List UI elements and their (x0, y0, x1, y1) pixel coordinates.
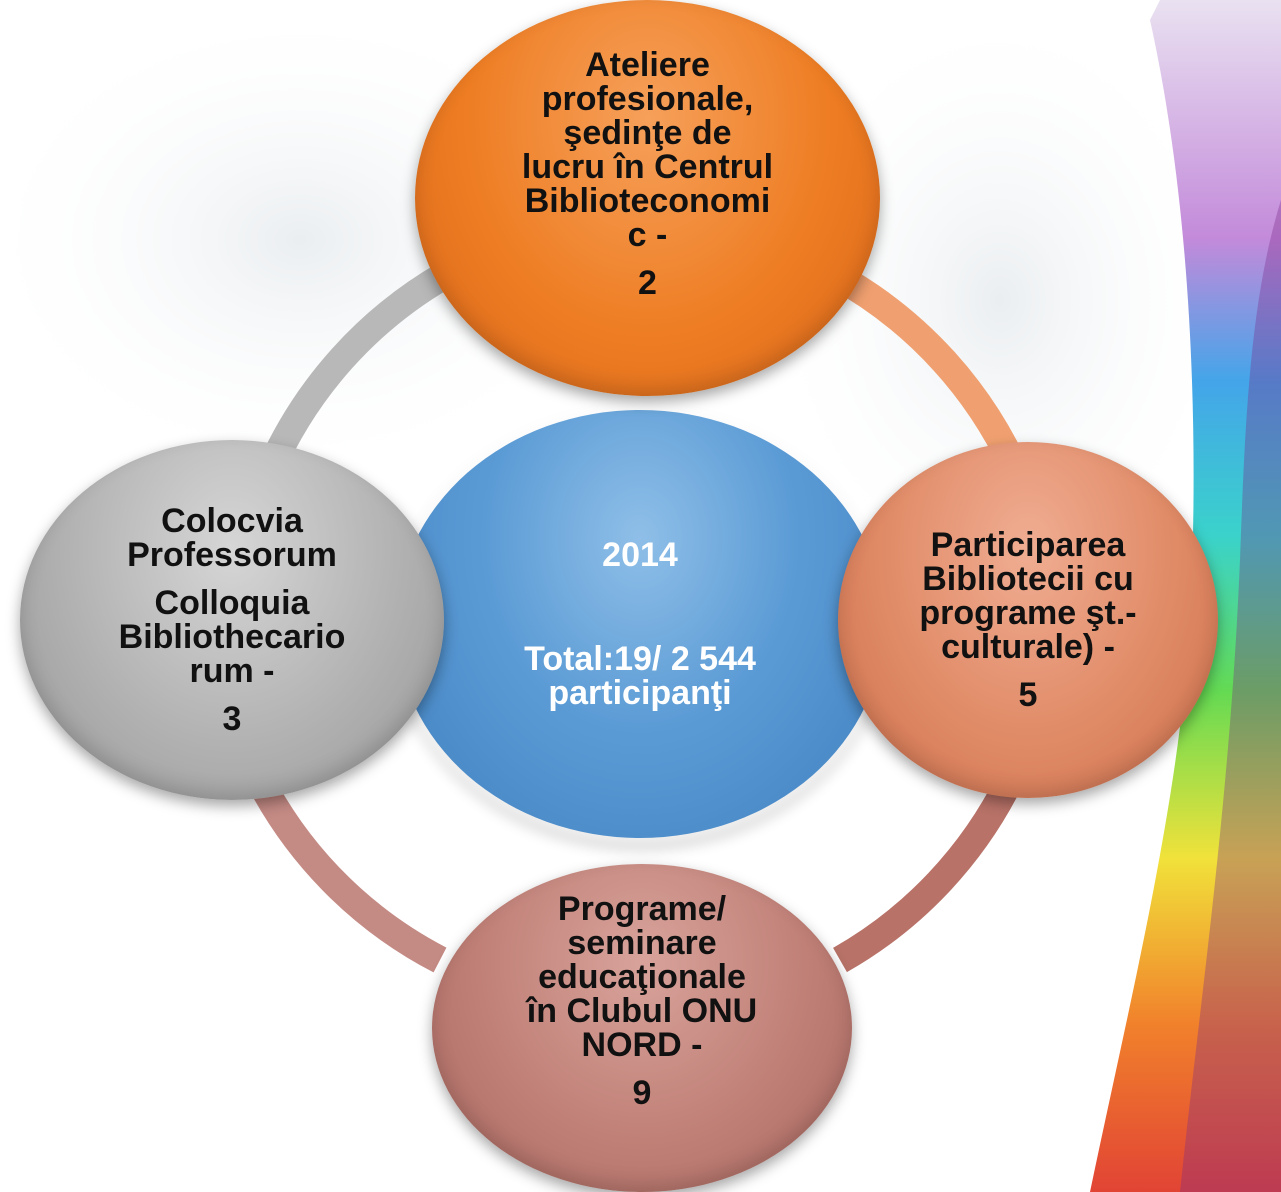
node-label-line: Bibliothecario (118, 618, 346, 656)
node-count: 5 (1018, 676, 1038, 714)
node-label-line: în Clubul ONU (526, 992, 758, 1030)
node-participarea: Participarea Bibliotecii cu programe şt.… (838, 442, 1218, 798)
node-label-line: educaţionale (538, 958, 746, 996)
center-participants: participanţi (548, 674, 732, 712)
node-programe: Programe/ seminare educaţionale în Clubu… (432, 864, 852, 1192)
node-label-line: lucru în Centrul (521, 148, 774, 186)
node-label-line: profesionale, (541, 80, 754, 118)
node-ateliere: Ateliere profesionale, şedinţe de lucru … (415, 0, 880, 396)
node-colocvia: Colocvia Professorum Colloquia Bibliothe… (20, 440, 444, 800)
node-label-line: rum - (189, 652, 275, 690)
node-label-line: c - (627, 216, 668, 254)
ring-segment-bottom-left (252, 783, 447, 973)
center-total: Total:19/ 2 544 (524, 640, 756, 678)
center-year: 2014 (602, 536, 678, 574)
center-node: 2014 Total:19/ 2 544 participanţi (396, 410, 884, 838)
node-label-line: Participarea (930, 526, 1126, 564)
node-count: 9 (632, 1074, 652, 1112)
node-label-line: Bibliotecii cu (922, 560, 1134, 598)
node-label-line: seminare (567, 924, 717, 962)
node-label-line: Colocvia (161, 502, 303, 540)
node-label-line: programe şt.- (919, 594, 1137, 632)
node-label-line: Biblioteconomi (524, 182, 771, 220)
node-label-line: Ateliere (585, 46, 710, 84)
node-label-line: culturale) - (941, 628, 1115, 666)
node-label-line: NORD - (581, 1026, 703, 1064)
ring-segment-right-bottom (833, 773, 1023, 973)
node-label-line: Professorum (127, 536, 337, 574)
node-label-line: Programe/ (557, 890, 727, 928)
node-count: 3 (222, 700, 242, 738)
ring-segment-left-top (257, 262, 453, 476)
node-label-line: şedinţe de (563, 114, 732, 152)
node-count: 2 (638, 264, 657, 302)
node-label-line: Colloquia (154, 584, 310, 622)
